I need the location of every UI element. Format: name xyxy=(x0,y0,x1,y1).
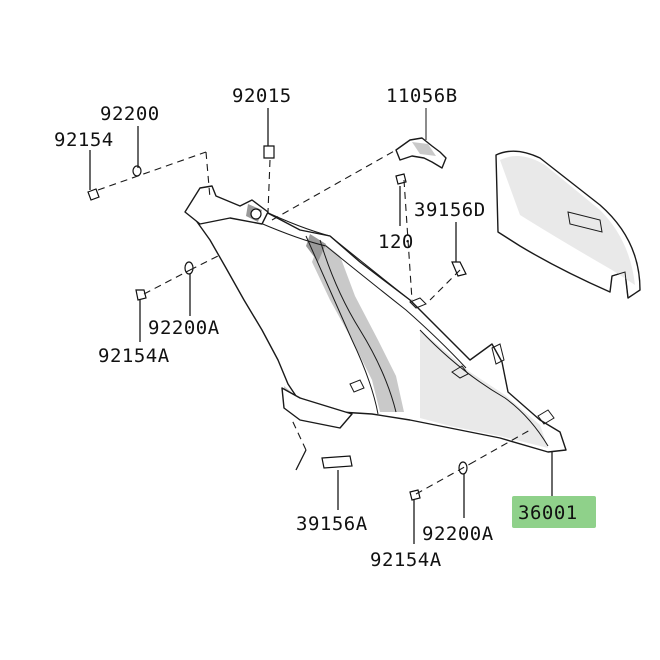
nut-92015 xyxy=(263,145,275,159)
bolt-92154A-upper xyxy=(135,289,147,301)
part-label-36001: 36001 xyxy=(518,502,578,524)
bracket-11056B xyxy=(395,108,447,169)
lower-cowl-36001 xyxy=(184,185,567,453)
part-label-92015: 92015 xyxy=(232,85,292,107)
part-label-92154A-upper: 92154A xyxy=(98,345,170,367)
part-label-92200A-lower: 92200A xyxy=(422,523,494,545)
part-labels: 92200 92154 92015 11056B 39156D 120 9220… xyxy=(54,85,578,571)
bolt-92154 xyxy=(87,188,100,201)
pad-39156A xyxy=(321,455,353,469)
part-label-92154: 92154 xyxy=(54,129,114,151)
part-label-92200: 92200 xyxy=(100,103,160,125)
bolt-120 xyxy=(395,173,407,185)
alignment-lines xyxy=(97,149,531,495)
adjacent-fairing-panel xyxy=(495,150,641,299)
bolt-92154A-lower xyxy=(409,489,421,501)
highlight-box-36001 xyxy=(512,496,596,528)
washer-92200A-upper xyxy=(184,261,194,275)
part-label-39156D: 39156D xyxy=(414,199,486,221)
washer-92200 xyxy=(132,165,142,177)
part-label-92200A-upper: 92200A xyxy=(148,317,220,339)
pad-39156D xyxy=(451,261,467,277)
leader-lines xyxy=(89,108,553,544)
part-label-120: 120 xyxy=(378,231,414,253)
part-label-11056B: 11056B xyxy=(386,85,458,107)
hardware xyxy=(87,145,468,501)
part-label-39156A: 39156A xyxy=(296,513,368,535)
part-label-92154A-lower: 92154A xyxy=(370,549,442,571)
